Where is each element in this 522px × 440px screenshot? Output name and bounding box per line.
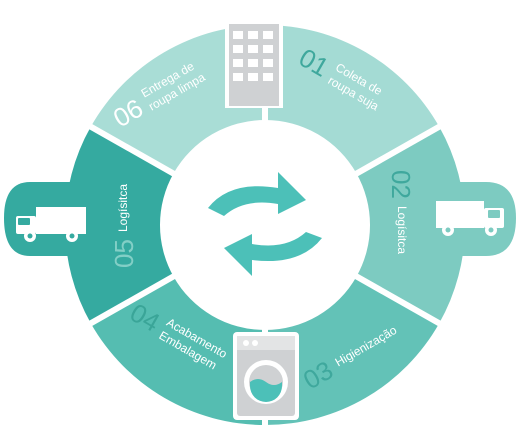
segment-03: [265, 276, 440, 425]
ring: [64, 24, 466, 425]
segment-04: [90, 276, 266, 425]
step-02-label: 02 Logísitca: [386, 170, 416, 254]
segment-01: [265, 24, 440, 174]
segment-06: [90, 24, 266, 174]
truck-icon: [436, 201, 504, 236]
step-05-label: 05 Logísitca: [109, 184, 139, 268]
segment-02: [356, 126, 466, 324]
building-icon: [225, 20, 283, 108]
step-02-line1: Logísitca: [395, 206, 409, 254]
truck-icon: [16, 207, 86, 242]
step-05-number: 05: [109, 239, 139, 268]
segment-05: [64, 126, 174, 324]
step-05-line1: Logísitca: [116, 184, 130, 232]
left-truck-pill: [4, 182, 92, 256]
right-truck-pill: [430, 182, 516, 256]
step-02-number: 02: [386, 170, 416, 199]
cycle-arrows-icon: [208, 172, 322, 276]
washing-machine-icon: [233, 332, 299, 420]
